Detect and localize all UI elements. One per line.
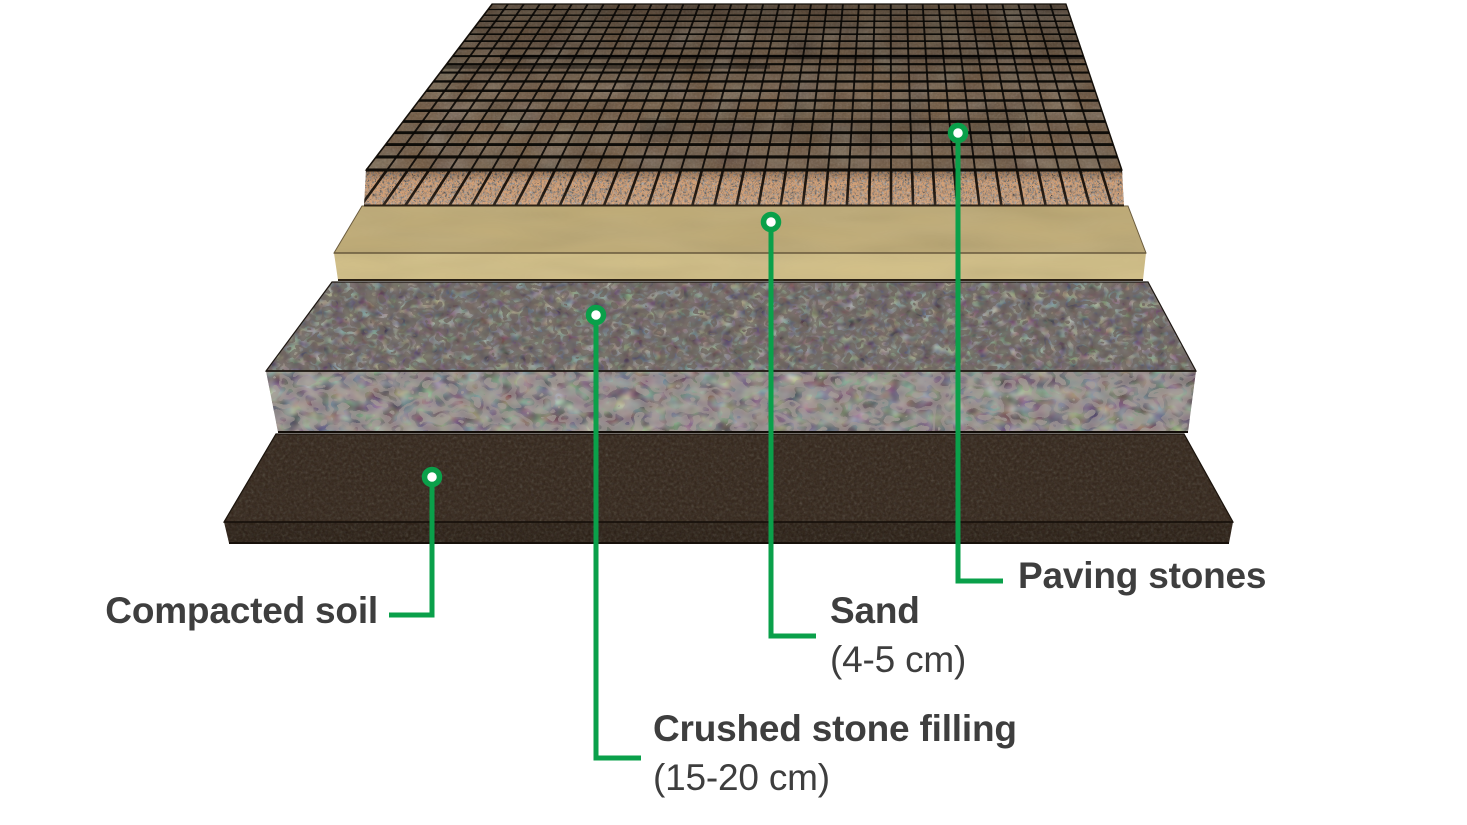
compacted-soil-front-face	[224, 522, 1233, 543]
grid-line	[364, 170, 368, 206]
sand-layer	[333, 205, 1147, 281]
paving-stones-layer	[364, 3, 1124, 207]
sand-callout	[760, 211, 816, 639]
crushed-stone-marker	[585, 304, 607, 326]
callouts	[389, 122, 1003, 761]
compacted-soil-layer	[222, 433, 1235, 544]
sand-marker	[760, 211, 782, 233]
crushed-stone-callout	[585, 304, 641, 761]
sand-front-face	[334, 253, 1146, 280]
compacted-soil-label: Compacted soil	[105, 590, 378, 631]
crushed-stone-front-face	[266, 371, 1196, 432]
compacted-soil-callout-line	[389, 477, 435, 618]
grid-line	[1120, 170, 1124, 206]
compacted-soil-callout	[389, 466, 443, 618]
sand-label: Sand	[830, 590, 920, 631]
sand-thickness-label: (4-5 cm)	[830, 639, 967, 680]
crushed-stone-layer	[264, 281, 1198, 433]
paving-stones-callout	[947, 122, 1003, 584]
paving-stones-callout-line	[955, 133, 1003, 584]
granite-face-shading	[364, 170, 1124, 206]
sand-top-surface	[334, 206, 1146, 253]
crushed-stone-label: Crushed stone filling	[653, 708, 1017, 749]
sand-callout-line	[768, 222, 816, 639]
stone-outline	[264, 281, 1198, 372]
paving-shading	[366, 4, 1122, 170]
soil-outline	[222, 433, 1235, 523]
compacted-soil-marker	[421, 466, 443, 488]
paving-outline	[364, 3, 1123, 171]
compacted-soil-top-surface	[224, 434, 1233, 522]
crushed-stone-top-surface	[266, 282, 1196, 371]
crushed-stone-callout-line	[593, 315, 641, 761]
paving-stones-marker	[947, 122, 969, 144]
crushed-stone-thickness-label: (15-20 cm)	[653, 757, 830, 798]
paving-stones-label: Paving stones	[1018, 555, 1267, 596]
